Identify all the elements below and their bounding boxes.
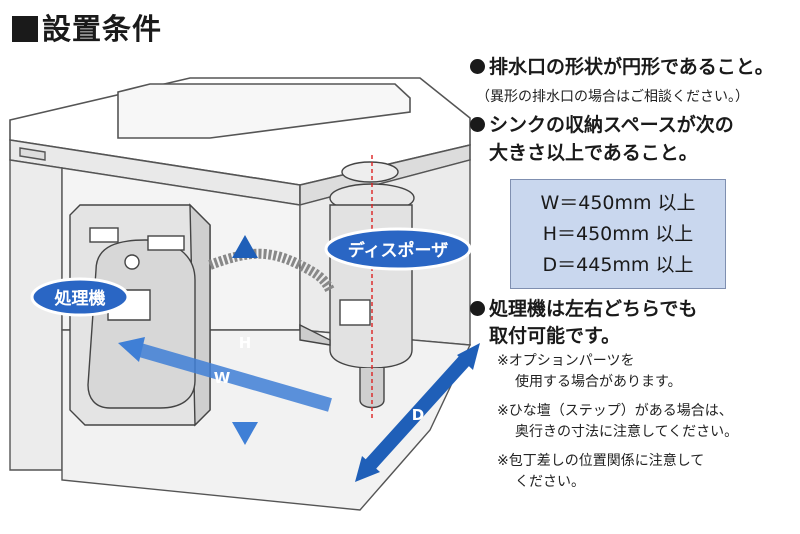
note-step: ※ひな壇（ステップ）がある場合は、: [497, 403, 733, 419]
requirement-shape: 排水口の形状が円形であること。: [470, 54, 774, 81]
countertop: [9, 77, 471, 207]
position-note-line2: 取付可能です。: [489, 325, 621, 347]
svg-text:ディスポーザ: ディスポーザ: [348, 240, 448, 261]
width-arrow: [118, 337, 332, 412]
dimension-depth: D＝445mm 以上: [542, 254, 694, 276]
note-knife-holder: ※包丁差しの位置関係に注意して: [497, 453, 705, 469]
black-square-icon: [12, 16, 38, 42]
height-label: H: [239, 334, 252, 352]
note-knife-holder-line2: ください。: [515, 474, 585, 490]
svg-text:処理機: 処理機: [54, 288, 106, 309]
page-title-text: 設置条件: [42, 12, 163, 46]
depth-label: D: [412, 406, 424, 424]
page-title: 設置条件: [12, 6, 162, 48]
black-circle-bullet-icon: [470, 59, 485, 74]
note-option-parts: ※オプションパーツを: [497, 353, 635, 369]
position-note: 処理機は左右どちらでも: [470, 296, 697, 323]
note-step-line2: 奥行きの寸法に注意してください。: [515, 424, 739, 440]
requirement-space: シンクの収納スペースが次の: [470, 112, 734, 139]
disposer-callout: ディスポーザ: [324, 227, 472, 271]
width-label: W: [214, 369, 231, 387]
requirement-space-line2: 大きさ以上であること。: [489, 142, 698, 164]
dimension-box: W＝450mm 以上 H＝450mm 以上 D＝445mm 以上: [510, 179, 726, 289]
height-arrow: [232, 235, 258, 445]
processor-callout: 処理機: [30, 277, 130, 317]
depth-arrow: [355, 343, 480, 482]
black-circle-bullet-icon: [470, 301, 485, 316]
dimension-width: W＝450mm 以上: [540, 192, 696, 214]
black-circle-bullet-icon: [470, 117, 485, 132]
dimension-height: H＝450mm 以上: [542, 223, 694, 245]
note-option-parts-line2: 使用する場合があります。: [515, 374, 682, 390]
drain-hose: [208, 248, 335, 293]
requirement-shape-note: （異形の排水口の場合はご相談ください。）: [476, 89, 749, 105]
